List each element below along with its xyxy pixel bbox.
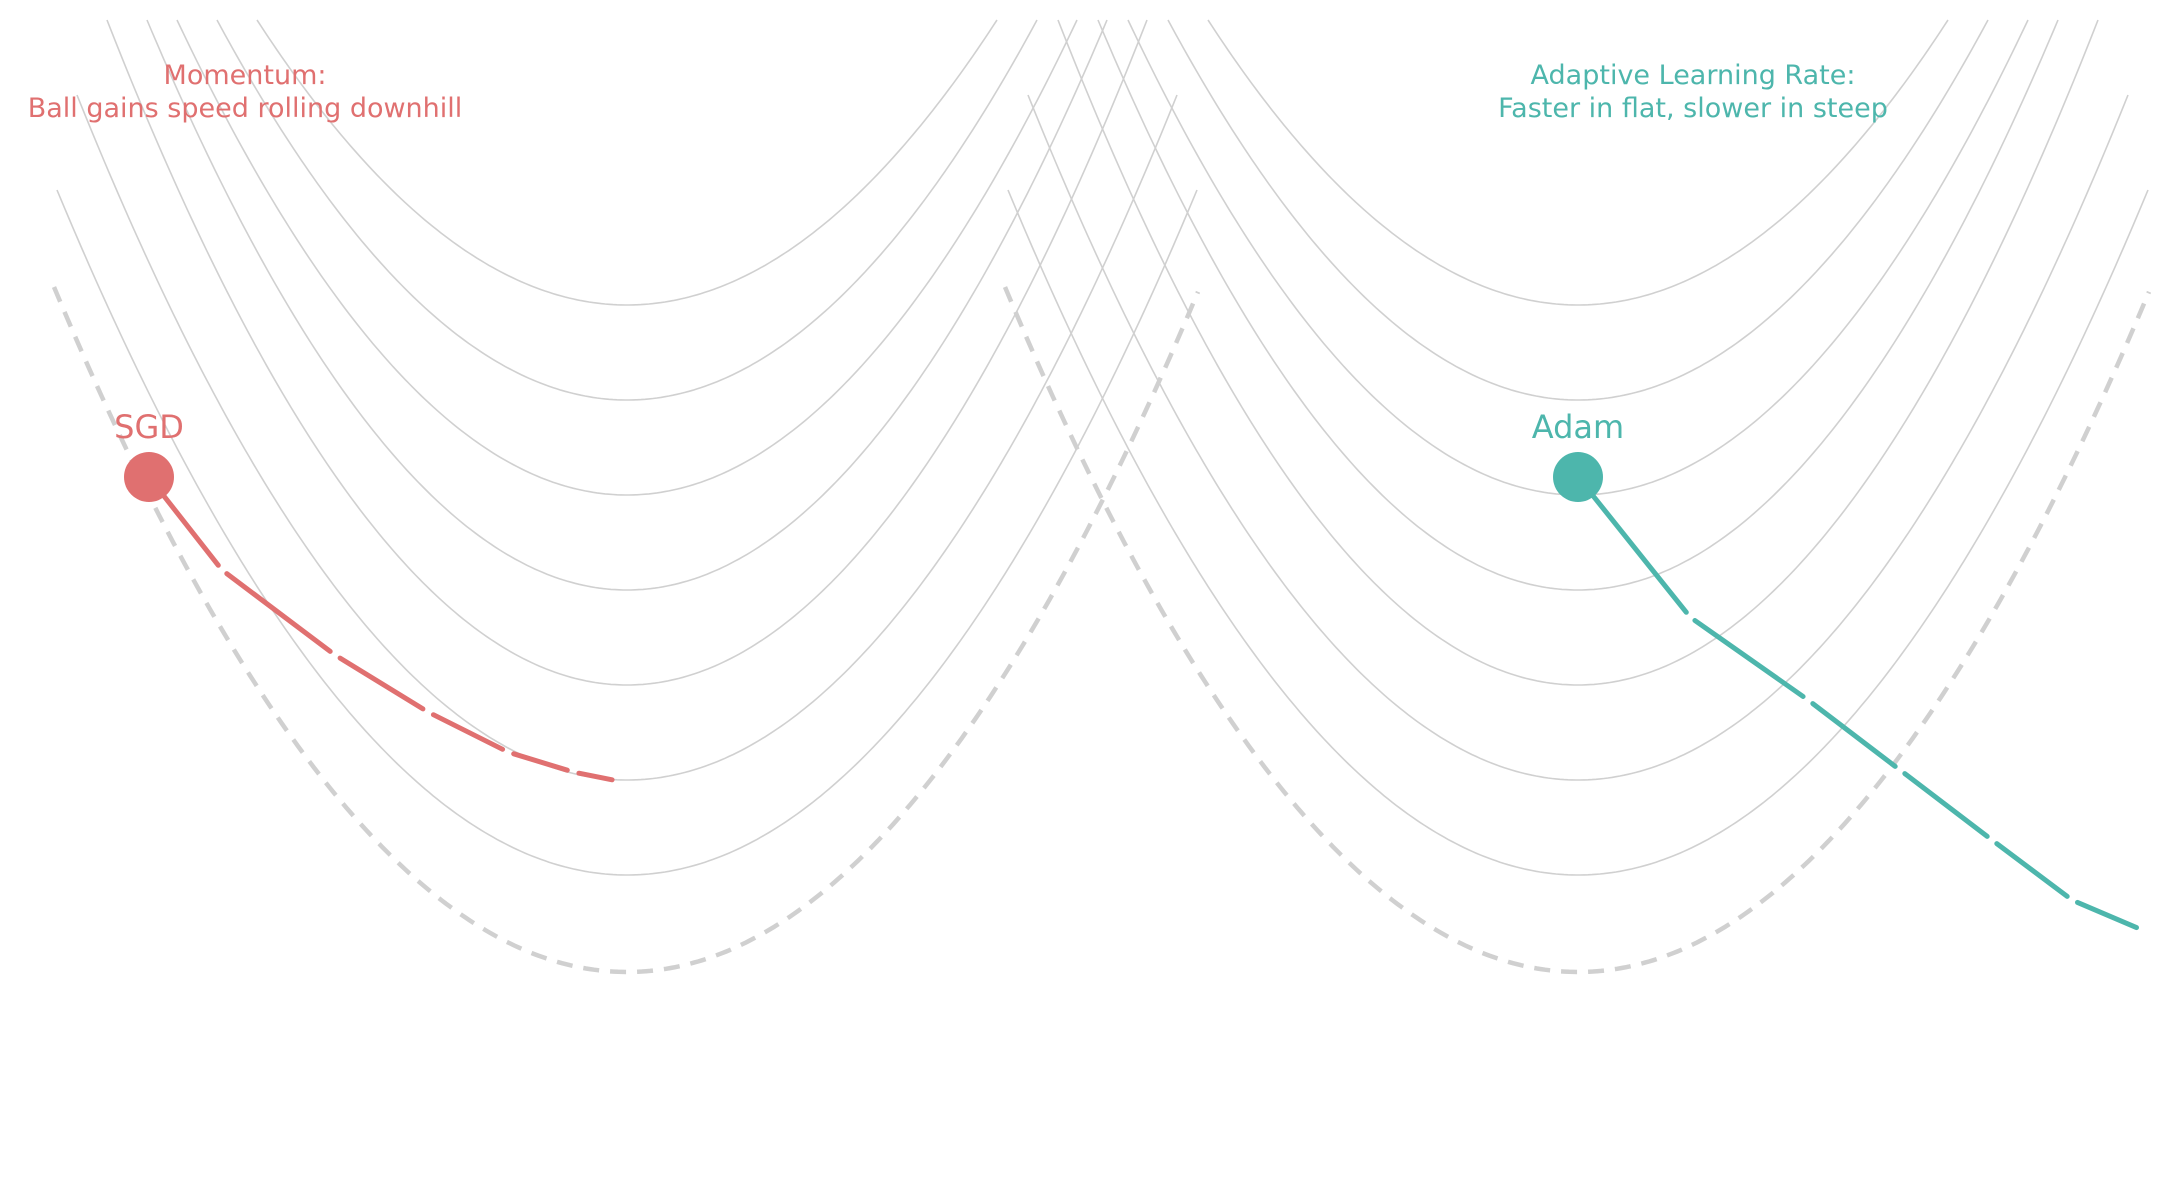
contour-line <box>106 19 1148 686</box>
trajectory-segment <box>576 770 615 783</box>
contour-lines-left <box>56 19 1198 876</box>
contour-line <box>56 189 1198 876</box>
contour-lines-right <box>1007 19 2149 876</box>
contour-line <box>146 19 1108 591</box>
contour-line <box>216 19 1038 401</box>
contour-line <box>1007 189 2149 876</box>
trajectory-segment <box>1902 771 1990 839</box>
trajectory-segment <box>430 712 506 752</box>
contour-line <box>76 94 1178 781</box>
momentum-caption-text: Ball gains speed rolling downhill <box>28 93 463 124</box>
contour-line <box>1207 19 1949 306</box>
momentum-caption-title: Momentum: <box>164 60 327 91</box>
trajectory-segment <box>1575 474 1689 615</box>
adam-trajectory <box>1575 474 2139 931</box>
loss-curve-left <box>51 286 1201 975</box>
contour-line <box>1057 19 2099 686</box>
contour-line <box>256 19 998 306</box>
trajectory-segment <box>1810 701 1898 769</box>
trajectory-segment <box>1994 841 2070 899</box>
trajectory-segment <box>2075 899 2139 931</box>
sgd-ball-icon <box>124 452 174 502</box>
trajectory-segment <box>1692 618 1806 699</box>
sgd-label: SGD <box>114 408 184 446</box>
contour-line <box>176 19 1078 496</box>
loss-curve-right <box>1002 286 2152 975</box>
adam-ball-icon <box>1553 452 1603 502</box>
trajectory-segment <box>224 571 333 654</box>
trajectory-segment <box>511 751 570 773</box>
contour-line <box>1097 19 2059 591</box>
contour-line <box>1167 19 1989 401</box>
adaptive-lr-caption-text: Faster in flat, slower in steep <box>1498 93 1888 124</box>
trajectory-segment <box>337 655 426 712</box>
adam-label: Adam <box>1532 408 1624 446</box>
contour-line <box>1027 94 2129 781</box>
adaptive-lr-caption-title: Adaptive Learning Rate: <box>1531 60 1856 91</box>
